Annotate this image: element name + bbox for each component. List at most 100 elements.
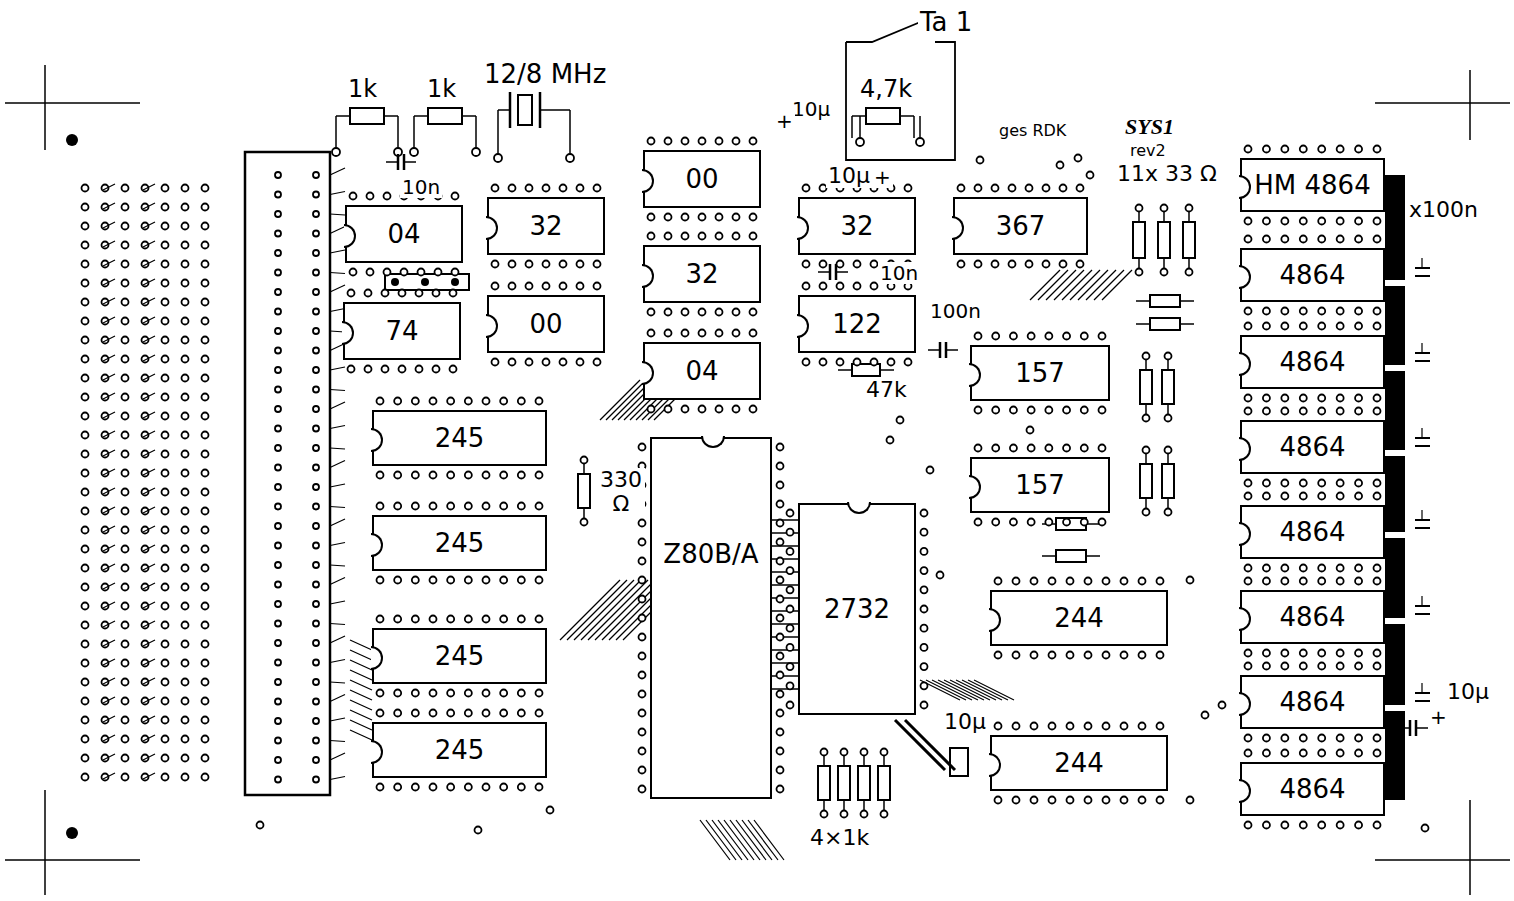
pad: [1374, 650, 1381, 657]
trace: [939, 342, 942, 358]
pad: [82, 508, 89, 515]
pad: [500, 398, 507, 405]
trace: [330, 214, 345, 215]
pad: [1337, 395, 1344, 402]
pad: [162, 641, 169, 648]
trace: [143, 374, 155, 380]
pad: [412, 398, 419, 405]
trace: [974, 680, 1014, 700]
pad: [1103, 578, 1110, 585]
pad: [1263, 750, 1270, 757]
pad: [275, 367, 281, 373]
trace: [103, 393, 115, 399]
trace: [718, 820, 748, 860]
pad: [733, 233, 740, 240]
chip-label: 4864: [1279, 687, 1345, 717]
trace: [143, 317, 155, 323]
pad: [1067, 723, 1074, 730]
pad: [577, 283, 584, 290]
pad: [639, 653, 646, 660]
trace: [962, 680, 1002, 700]
pad: [162, 261, 169, 268]
pad: [82, 432, 89, 439]
trace: [330, 565, 345, 566]
pad: [682, 233, 689, 240]
trace: [330, 624, 345, 625]
trace: [944, 680, 984, 700]
resistor-symbol: [1162, 464, 1174, 498]
pad: [1013, 797, 1020, 804]
pad: [182, 527, 189, 534]
pad: [937, 572, 944, 579]
pad: [384, 193, 391, 200]
pad: [777, 748, 784, 755]
pad: [377, 577, 384, 584]
pad: [777, 558, 784, 565]
trace: [103, 203, 115, 209]
pad: [465, 398, 472, 405]
mount-hole: [66, 827, 78, 839]
pad: [1318, 408, 1325, 415]
trace: [920, 680, 960, 700]
pad: [639, 558, 646, 565]
chip-label: 245: [435, 528, 485, 558]
pad: [1374, 578, 1381, 585]
pad: [182, 432, 189, 439]
pad: [1374, 218, 1381, 225]
trace: [103, 754, 115, 760]
pad: [162, 204, 169, 211]
trace: [103, 507, 115, 513]
pad: [394, 577, 401, 584]
pad: [313, 426, 319, 432]
trace: [956, 680, 996, 700]
pad: [1337, 408, 1344, 415]
pad: [1263, 218, 1270, 225]
pad: [594, 261, 601, 268]
pad: [837, 359, 844, 366]
pad: [1081, 333, 1088, 340]
trace: [103, 222, 115, 228]
pad: [275, 718, 281, 724]
pad: [547, 807, 554, 814]
pad: [182, 622, 189, 629]
trace: [103, 412, 115, 418]
trace: [772, 519, 798, 521]
ic-chip: 245: [372, 515, 547, 571]
pad: [162, 736, 169, 743]
trace: [1415, 360, 1430, 362]
pad: [122, 413, 129, 420]
trace: [103, 659, 115, 665]
pad: [465, 503, 472, 510]
pad: [1245, 663, 1252, 670]
chip-notch: [1239, 265, 1251, 289]
pad: [841, 811, 848, 818]
component-value: x100n: [1407, 198, 1480, 222]
trace: [143, 564, 155, 570]
trace: [330, 402, 345, 409]
trace: [1062, 270, 1092, 300]
trace: [1415, 613, 1430, 615]
trace: [330, 273, 345, 274]
pad: [377, 503, 384, 510]
pad: [1031, 578, 1038, 585]
pad: [871, 283, 878, 290]
trace: [1136, 323, 1150, 325]
trace: [852, 115, 866, 117]
pad: [905, 359, 912, 366]
pad: [803, 283, 810, 290]
pad: [648, 214, 655, 221]
pad: [275, 465, 281, 471]
pad: [665, 138, 672, 145]
pad: [777, 615, 784, 622]
connector-strip: [245, 152, 330, 795]
pad: [1027, 427, 1034, 434]
ic-chip: Z80B/A: [650, 437, 772, 799]
pad: [202, 584, 209, 591]
pad: [560, 185, 567, 192]
trace: [569, 110, 571, 155]
trace: [384, 115, 398, 117]
pad: [1337, 308, 1344, 315]
pad: [787, 682, 794, 689]
trace: [103, 336, 115, 342]
trace: [143, 469, 155, 475]
